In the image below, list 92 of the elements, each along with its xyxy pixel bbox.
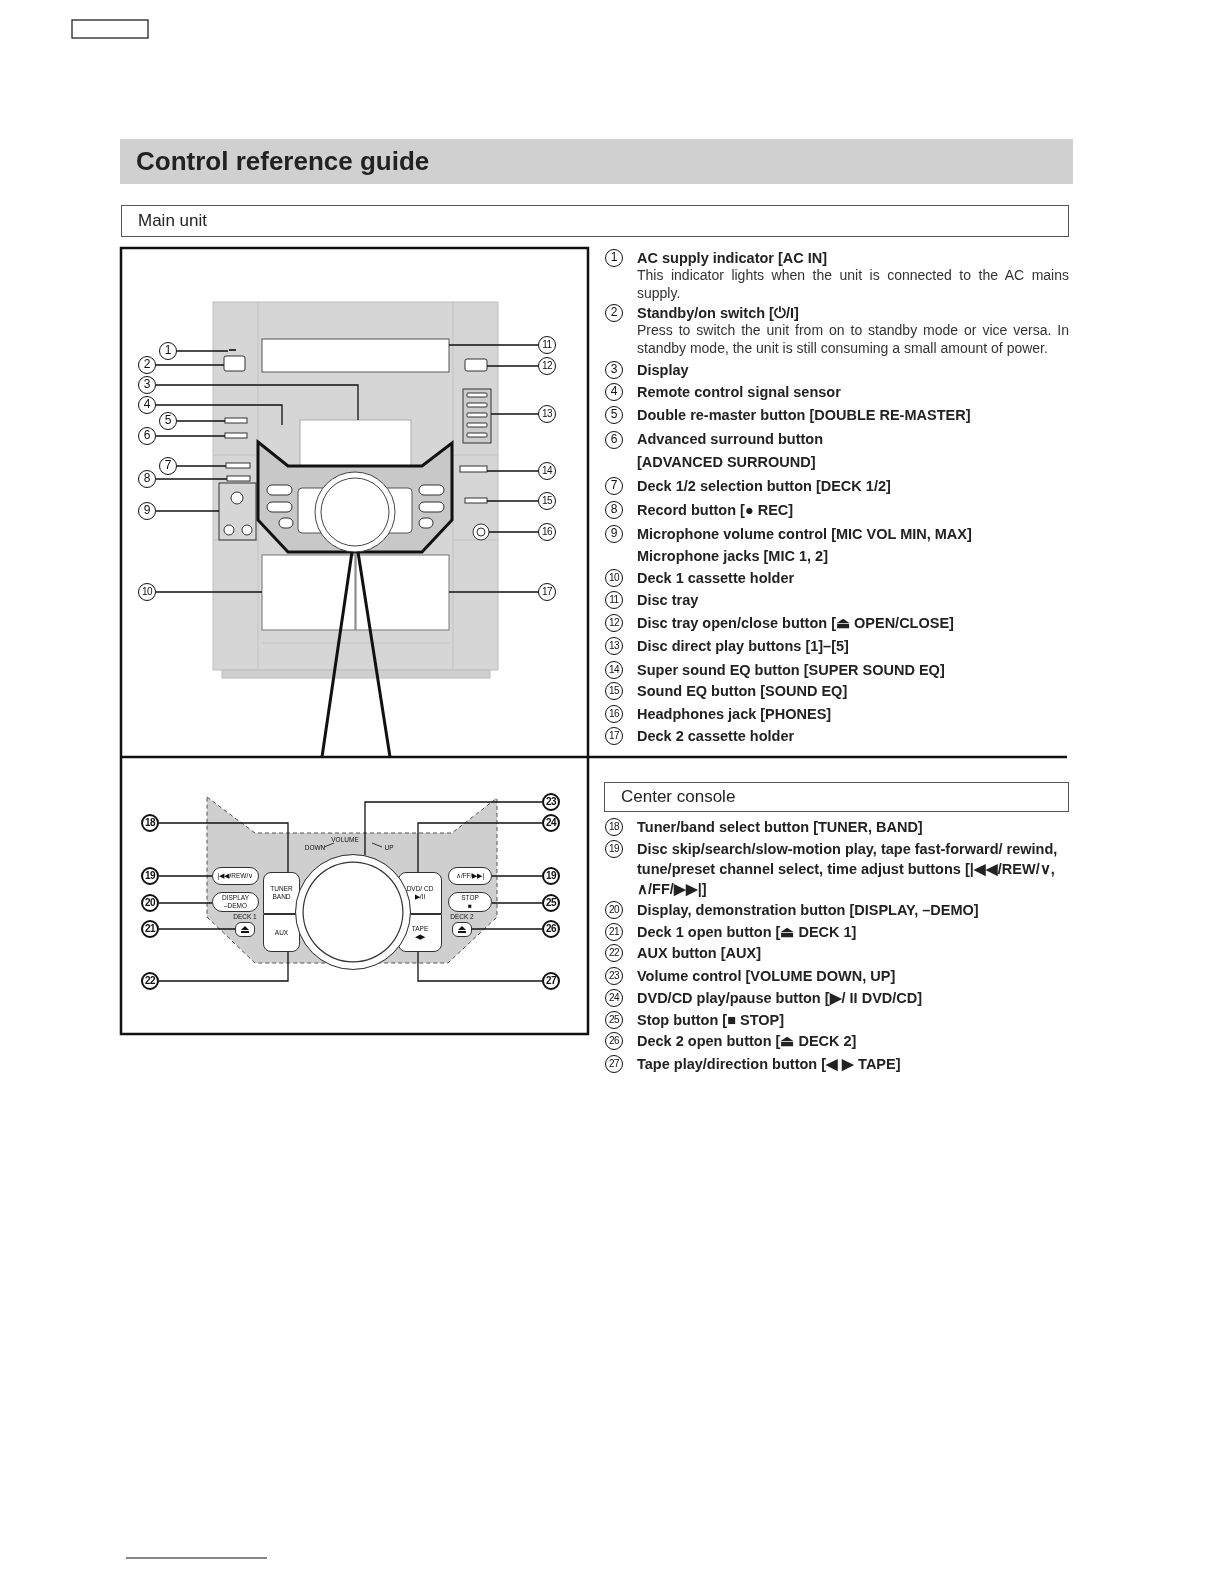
leader-line xyxy=(155,384,359,421)
item-title: Deck 1/2 selection button [DECK 1/2] xyxy=(637,477,891,495)
callout-number: 12 xyxy=(538,357,556,375)
console-button xyxy=(448,892,492,912)
item-title: Double re-master button [DOUBLE RE-MASTER] xyxy=(637,406,971,424)
callout-number: 25 xyxy=(542,894,560,912)
callout-number: 18 xyxy=(141,814,159,832)
item-description: This indicator lights when the unit is connected to the AC mains supply. xyxy=(637,267,1069,302)
callout-number: 19 xyxy=(542,867,560,885)
callout-number: 21 xyxy=(141,920,159,938)
item-title: Disc direct play buttons [1]–[5] xyxy=(637,637,849,655)
leader-line xyxy=(155,364,225,366)
leader-line xyxy=(176,350,229,352)
leader-line xyxy=(486,500,539,502)
callout-number: 22 xyxy=(141,972,159,990)
callout-number: 19 xyxy=(141,867,159,885)
leader-line xyxy=(448,344,539,346)
callout-number: 6 xyxy=(138,427,156,445)
item-title: DVD/CD play/pause button [▶/ II DVD/CD] xyxy=(637,989,923,1007)
section-heading: Center console xyxy=(604,782,1069,812)
item-title: Tape play/direction button [◀ ▶ TAPE] xyxy=(637,1055,901,1073)
leader-line xyxy=(155,478,228,480)
callout-number: 3 xyxy=(138,376,156,394)
item-title: Microphone volume control [MIC VOL MIN, MAX] xyxy=(637,525,972,543)
item-title: Display, demonstration button [DISPLAY, –DEMO] xyxy=(637,901,979,919)
item-title: Remote control signal sensor xyxy=(637,383,841,401)
callout-number: 2 xyxy=(138,356,156,374)
callout-number: 16 xyxy=(538,523,556,541)
item-title: AC supply indicator [AC IN] xyxy=(637,249,828,267)
leader-line xyxy=(490,413,539,415)
item-title: Super sound EQ button [SUPER SOUND EQ] xyxy=(637,661,945,679)
leader-line xyxy=(417,951,543,982)
leader-line xyxy=(155,510,220,512)
item-title: Display xyxy=(637,361,689,379)
item-title: Tuner/band select button [TUNER, BAND] xyxy=(637,818,923,836)
item-description: Press to switch the unit from on to standby mode or vice versa. In standby mode, the unit is still consuming a small amount of power. xyxy=(637,322,1069,357)
leader-line xyxy=(155,435,226,437)
page-title: Control reference guide xyxy=(120,139,1073,184)
section-heading: Main unit xyxy=(121,205,1069,237)
leader-line xyxy=(158,822,289,873)
leader-line xyxy=(488,531,539,533)
callout-number: 17 xyxy=(538,583,556,601)
item-title: Disc skip/search/slow-motion play, tape fast-forward/ rewind, tune/preset channel select, time adjust buttons [|◀◀/REW/∨, ∧/FF/▶▶|] xyxy=(637,840,1059,899)
item-title: Deck 2 cassette holder xyxy=(637,727,795,745)
leader-line xyxy=(448,591,539,593)
callout-number: 9 xyxy=(138,502,156,520)
callout-number: 5 xyxy=(159,412,177,430)
callout-number: 7 xyxy=(159,457,177,475)
leader-line xyxy=(158,951,289,982)
leader-line xyxy=(417,822,543,873)
leader-line xyxy=(155,591,263,593)
leader-line xyxy=(364,801,543,856)
callout-number: 26 xyxy=(542,920,560,938)
leader-line xyxy=(176,465,227,467)
callout-number: 23 xyxy=(542,793,560,811)
item-title: Advanced surround button [ADVANCED SURROUND] xyxy=(637,430,825,472)
item-title: Volume control [VOLUME DOWN, UP] xyxy=(637,967,896,985)
leader-line xyxy=(155,404,283,426)
leader-line xyxy=(158,928,236,930)
item-title: Record button [● REC] xyxy=(637,501,794,519)
callout-number: 14 xyxy=(538,462,556,480)
leader-line xyxy=(158,875,213,877)
item-title: Disc tray open/close button [⏏ OPEN/CLOSE] xyxy=(637,614,954,632)
item-title: Deck 1 cassette holder xyxy=(637,569,795,587)
callout-number: 20 xyxy=(141,894,159,912)
console-button xyxy=(212,892,259,912)
control-pad xyxy=(263,872,300,914)
item-title: Disc tray xyxy=(637,591,699,609)
callout-number: 15 xyxy=(538,492,556,510)
callout-number: 4 xyxy=(138,396,156,414)
item-title: AUX button [AUX] xyxy=(637,944,762,962)
item-title: Headphones jack [PHONES] xyxy=(637,705,832,723)
item-title: Sound EQ button [SOUND EQ] xyxy=(637,682,848,700)
item-title: Stop button [■ STOP] xyxy=(637,1011,785,1029)
callout-number: 8 xyxy=(138,470,156,488)
callout-number: 27 xyxy=(542,972,560,990)
leader-line xyxy=(491,875,543,877)
callout-number: 13 xyxy=(538,405,556,423)
callout-number: 1 xyxy=(159,342,177,360)
callout-number: 10 xyxy=(138,583,156,601)
leader-line xyxy=(158,902,213,904)
item-title: Deck 1 open button [⏏ DECK 1] xyxy=(637,923,857,941)
leader-line xyxy=(486,365,539,367)
leader-line xyxy=(491,902,543,904)
callout-number: 24 xyxy=(542,814,560,832)
leader-line xyxy=(471,928,543,930)
item-title: Standby/on switch [⏻/I] xyxy=(637,304,799,322)
item-title: Deck 2 open button [⏏ DECK 2] xyxy=(637,1032,857,1050)
leader-line xyxy=(486,470,539,472)
callout-number: 11 xyxy=(538,336,556,354)
item-title: Microphone jacks [MIC 1, 2] xyxy=(637,547,828,565)
leader-line xyxy=(176,420,226,422)
